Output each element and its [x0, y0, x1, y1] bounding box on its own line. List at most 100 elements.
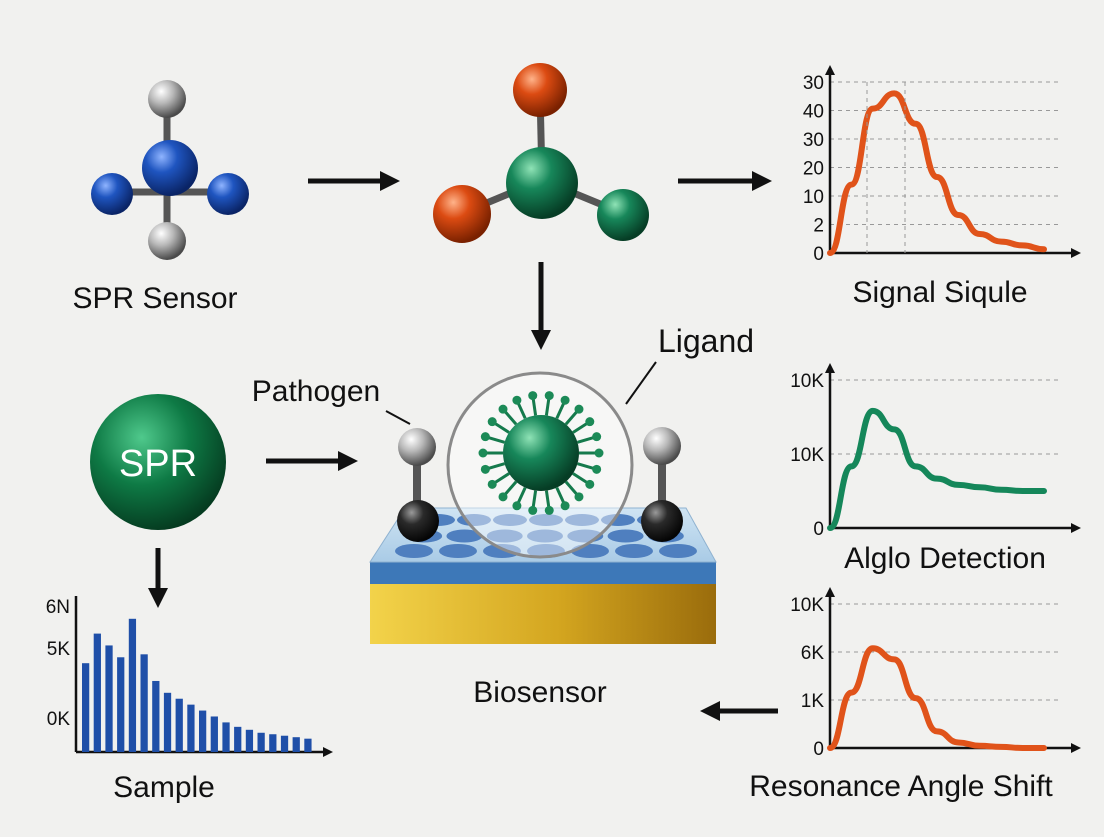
virus-spike-tip	[585, 417, 595, 427]
series-line	[827, 407, 1047, 531]
bar	[117, 657, 125, 752]
bar	[257, 732, 265, 752]
virus-spike-tip	[594, 448, 604, 458]
virus-spike-tip	[592, 464, 602, 474]
biosensor-label: Biosensor	[473, 676, 606, 709]
virus-spike-tip	[487, 479, 497, 489]
virus-spike-tip	[574, 404, 584, 414]
virus-spike-tip	[487, 417, 497, 427]
bar	[222, 722, 230, 752]
y-tick-label: 20	[803, 159, 824, 180]
shift-chart-title: Resonance Angle Shift	[749, 770, 1053, 803]
virus-spike-tip	[560, 501, 570, 511]
y-tick-label: 5K	[47, 639, 71, 660]
virus-spike-tip	[512, 395, 522, 405]
virus-spike-tip	[585, 479, 595, 489]
surface-well	[493, 514, 527, 526]
signal-chart-title: Signal Siqule	[852, 276, 1027, 309]
virus-body	[503, 415, 579, 491]
black-atom	[397, 500, 439, 542]
bar	[210, 716, 218, 752]
bar	[82, 663, 90, 752]
y-tick-label: 0K	[47, 709, 71, 730]
spr-sphere-label: SPR	[119, 443, 197, 485]
bar	[199, 710, 207, 752]
spr-sphere: SPR	[90, 394, 226, 530]
bar	[175, 698, 183, 752]
virus-spike-tip	[544, 505, 554, 515]
spr-sensor-molecule	[91, 80, 249, 260]
orange-atom	[513, 63, 567, 117]
blue-atom	[207, 173, 249, 215]
virus-spike-tip	[480, 432, 490, 442]
virus-spike-tip	[560, 395, 570, 405]
y-tick-label: 0	[813, 519, 824, 540]
surface-well	[483, 544, 521, 558]
virus-spike-tip	[478, 448, 488, 458]
virus-spike-tip	[498, 404, 508, 414]
black-atom	[641, 500, 683, 542]
sample-chart: Sample 6N 5K 0K	[46, 596, 333, 804]
virus-spike-tip	[498, 492, 508, 502]
virus-spike-tip	[512, 501, 522, 511]
surface-well	[395, 544, 433, 558]
y-tick-label: 1K	[801, 691, 825, 712]
pathogen-label: Pathogen	[252, 375, 380, 408]
grey-atom	[643, 427, 681, 465]
grey-atom	[148, 80, 186, 118]
y-tick-label: 30	[803, 73, 824, 94]
sample-chart-title: Sample	[113, 771, 215, 804]
surface-well	[607, 529, 644, 543]
reagent-molecule	[433, 63, 649, 243]
biosensor-chip	[369, 371, 717, 644]
green-atom	[597, 189, 649, 241]
virus-spike-tip	[544, 391, 554, 401]
y-tick-label: 10K	[790, 595, 824, 616]
virus-spike-tip	[480, 464, 490, 474]
dielectric-layer	[370, 562, 716, 584]
bar	[269, 734, 277, 752]
surface-well	[439, 544, 477, 558]
surface-well	[446, 529, 483, 543]
bar	[304, 738, 312, 752]
spr-sensor-label: SPR Sensor	[72, 282, 237, 315]
surface-well	[659, 544, 697, 558]
bar	[292, 737, 300, 752]
bar	[93, 633, 101, 752]
virus-spike-tip	[592, 432, 602, 442]
grey-atom	[398, 428, 436, 466]
bar	[280, 735, 289, 752]
surface-well	[486, 529, 523, 543]
orange-atom	[433, 185, 491, 243]
bar	[163, 692, 172, 752]
bar	[245, 729, 254, 752]
y-tick-label: 40	[803, 102, 824, 123]
y-tick-label: 30	[803, 130, 824, 151]
gold-layer	[370, 582, 716, 644]
y-tick-label: 0	[813, 739, 824, 760]
bar	[105, 645, 113, 752]
surface-well	[615, 544, 653, 558]
ligand-leader-line	[625, 361, 657, 405]
pathogen-virus	[478, 391, 604, 515]
y-tick-label: 10K	[790, 371, 824, 392]
grey-atom	[148, 222, 186, 260]
pathogen-leader-line	[385, 410, 411, 425]
surface-well	[527, 529, 563, 543]
blue-center-atom	[142, 140, 198, 196]
ligand-label: Ligand	[658, 323, 754, 359]
y-tick-label: 10K	[790, 445, 824, 466]
detection-chart-title: Alglo Detection	[844, 542, 1046, 575]
series-line	[827, 645, 1047, 752]
y-tick-label: 6N	[46, 597, 70, 618]
series-line	[827, 90, 1047, 256]
detection-chart: Alglo Detection 10K 10K 0	[790, 363, 1081, 575]
y-tick-label: 6K	[801, 643, 825, 664]
virus-spike-tip	[528, 505, 538, 515]
bar	[187, 704, 195, 752]
shift-chart: Resonance Angle Shift 10K 6K 1K 0	[749, 587, 1081, 803]
bar	[128, 618, 137, 752]
